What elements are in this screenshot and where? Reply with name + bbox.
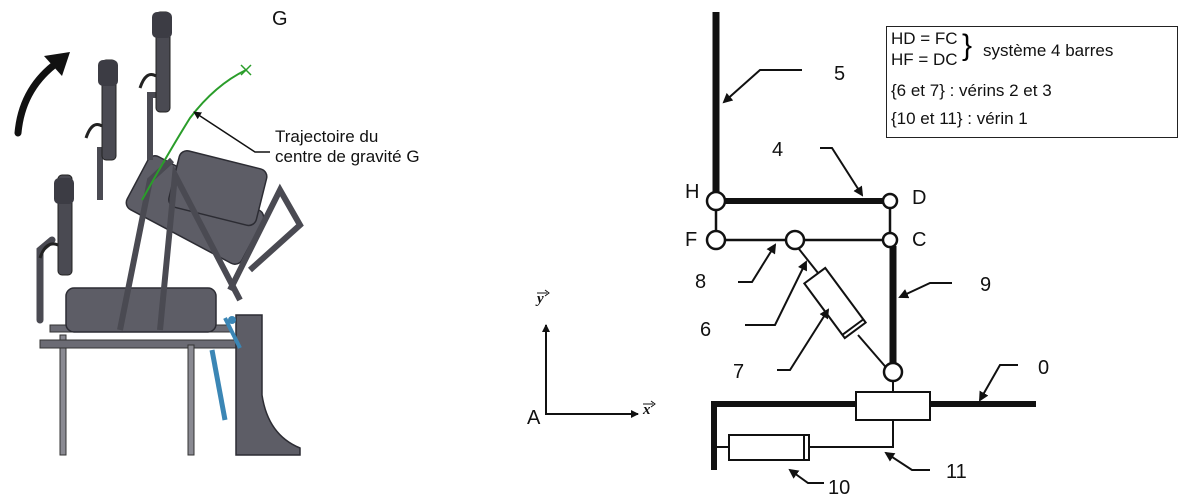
joint-d (881, 192, 899, 210)
legend-brace: } (962, 29, 973, 62)
kinematic-schema (537, 12, 1036, 484)
chair-leg-mid (187, 344, 195, 456)
rotation-arrow-head (44, 52, 70, 76)
actuator-rod-2 (223, 317, 242, 349)
frame-tube-1 (117, 157, 175, 331)
backrest-column-pos-2 (84, 59, 118, 161)
legend-line-2: HF = DC (891, 50, 958, 69)
legend-brace-text: système 4 barres (983, 41, 1114, 60)
leader-6 (745, 260, 807, 326)
part-label-8: 8 (695, 271, 707, 293)
actuator-10-cylinder (728, 434, 810, 461)
rotation-arrow (14, 58, 62, 137)
actuator-rod-1 (209, 349, 228, 421)
trajectory-pointer (193, 111, 270, 153)
trajectory-caption-line1: Trajectoire du (275, 127, 379, 146)
leader-4 (820, 147, 864, 197)
label-point-f: F (685, 229, 698, 251)
leg-support (235, 314, 301, 456)
joint-mid (784, 229, 806, 251)
leader-0 (979, 364, 1018, 402)
part-label-0: 0 (1038, 357, 1050, 379)
label-g: G (272, 8, 288, 30)
joint-c (881, 231, 899, 249)
axis-x-label: x (643, 402, 651, 418)
leader-10 (788, 468, 824, 484)
actuator-11-rod (808, 420, 894, 448)
part-label-11: 11 (946, 461, 967, 483)
leader-5 (722, 69, 802, 104)
backrest-column-pos-3 (138, 11, 172, 113)
legend-line-4: {10 et 11} : vérin 1 (891, 109, 1028, 128)
chair-base-leg-left (59, 334, 67, 456)
part-label-5: 5 (834, 63, 846, 85)
label-point-d: D (912, 187, 927, 209)
joint-h (705, 190, 727, 212)
label-point-c: C (912, 229, 927, 251)
legend-line-1: HD = FC (891, 29, 958, 48)
armrest-sitting (36, 236, 56, 324)
point-g-marker (240, 64, 252, 76)
frame-tube-3 (227, 183, 304, 292)
actuator-7-rod (857, 334, 891, 373)
joint-f (705, 229, 727, 251)
joint-bottom (882, 361, 904, 383)
actuator-6-rod (794, 243, 823, 279)
trajectory-caption-line2: centre de gravité G (275, 147, 420, 166)
leader-7 (777, 308, 830, 371)
actuator-joint (228, 316, 236, 324)
seat-cushion (65, 287, 217, 333)
part-label-7: 7 (733, 361, 745, 383)
label-point-a: A (527, 407, 541, 429)
slider-block (855, 391, 931, 421)
part-label-9: 9 (980, 274, 992, 296)
trajectory-curve (141, 69, 247, 201)
part-label-10: 10 (828, 477, 851, 499)
part-label-6: 6 (700, 319, 712, 341)
part-label-4: 4 (772, 139, 784, 161)
leader-9 (898, 282, 952, 299)
axis-y-label: y (537, 291, 544, 307)
leader-11 (884, 451, 930, 471)
legend-line-3: {6 et 7} : vérins 2 et 3 (891, 81, 1052, 100)
chair-base-rail (39, 339, 241, 349)
leader-8 (738, 243, 777, 283)
backrest-column-pos-1 (38, 174, 74, 276)
label-point-h: H (685, 181, 700, 203)
actuator-7-cylinder (802, 266, 868, 340)
legend-box (886, 26, 1178, 138)
frame-tube-2 (157, 164, 243, 331)
wheelchair-drawing (14, 11, 304, 456)
